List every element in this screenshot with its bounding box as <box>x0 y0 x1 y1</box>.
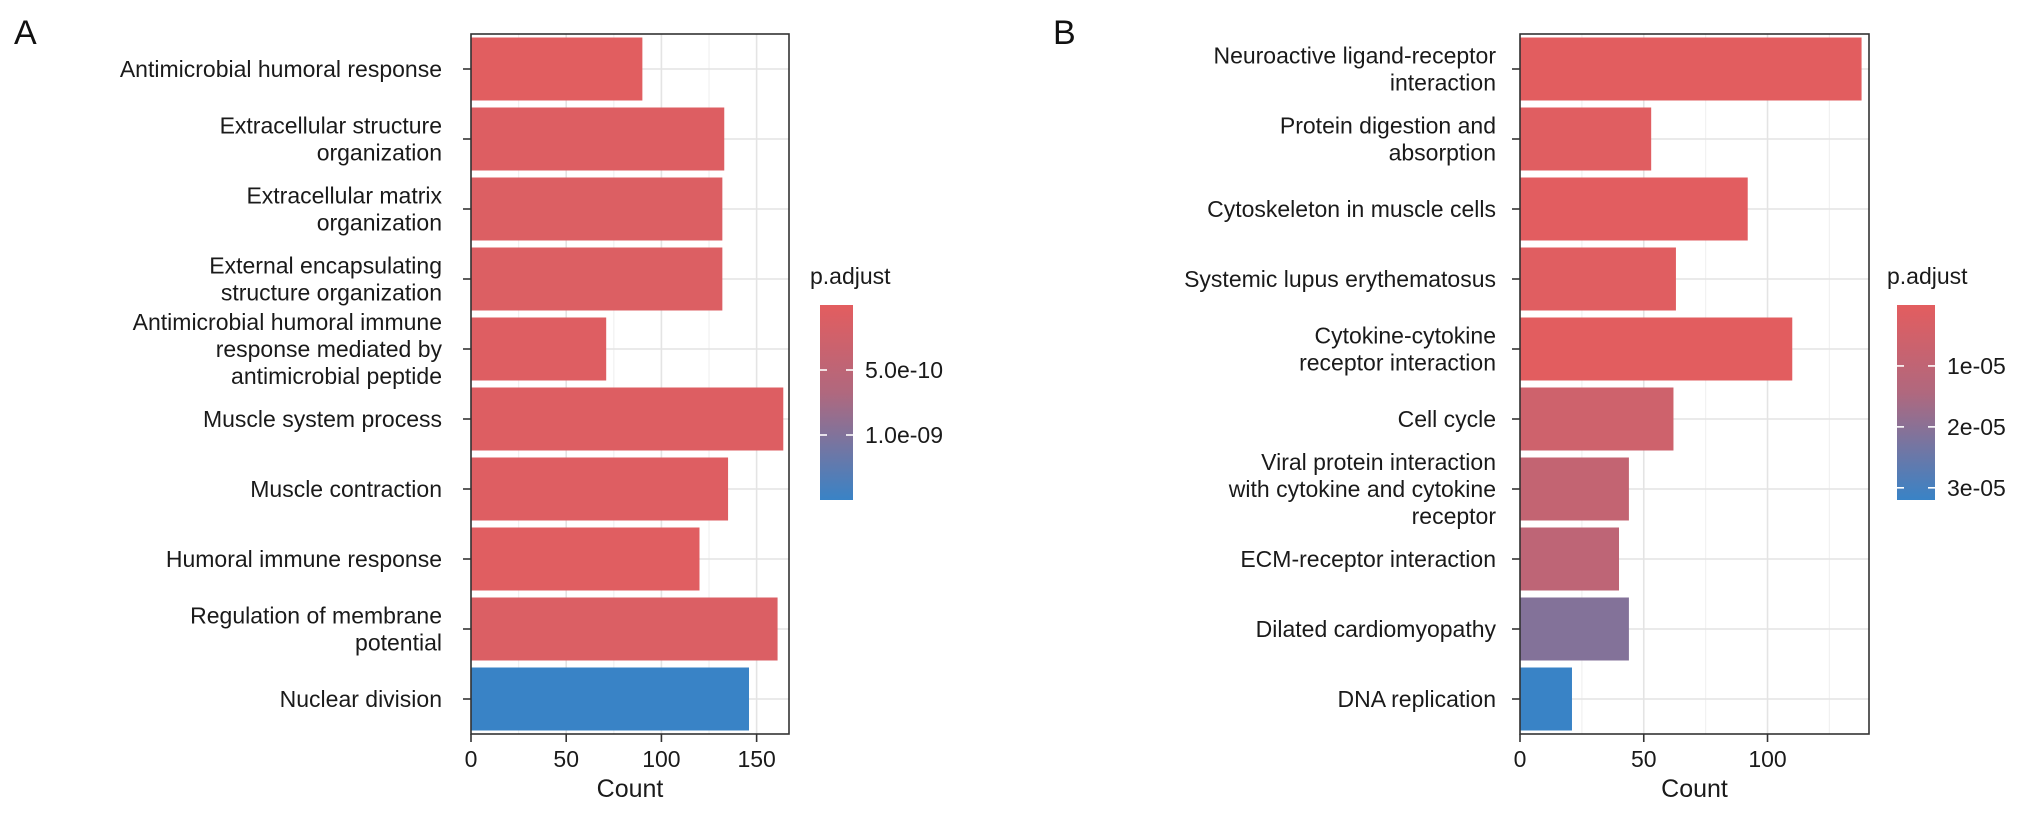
legend-tick-label: 3e-05 <box>1947 475 2006 501</box>
chart-panel-a: A Antimicrobial humoral responseExtracell… <box>14 14 943 803</box>
x-tick-label: 50 <box>1631 746 1657 772</box>
category-label: Cytokine-cytokine <box>1314 323 1496 349</box>
category-label: receptor interaction <box>1299 350 1496 376</box>
bar <box>471 597 778 661</box>
category-label: DNA replication <box>1337 686 1496 712</box>
x-axis-label: Count <box>597 775 664 803</box>
category-label: structure organization <box>221 280 442 306</box>
category-label: Dilated cardiomyopathy <box>1256 616 1497 642</box>
category-label: Cell cycle <box>1398 406 1496 432</box>
legend-tick-label: 1.0e-09 <box>865 422 943 448</box>
category-label: Antimicrobial humoral response <box>120 56 442 82</box>
plot-border <box>470 33 790 735</box>
x-tick-label: 100 <box>1748 746 1786 772</box>
bar <box>1520 597 1629 661</box>
bar <box>471 387 784 451</box>
legend-colorbar <box>820 305 853 500</box>
category-label: Cytoskeleton in muscle cells <box>1207 196 1496 222</box>
category-label: Protein digestion and <box>1280 113 1496 139</box>
bar <box>471 317 607 381</box>
bar <box>471 457 729 521</box>
category-label: Antimicrobial humoral immune <box>133 309 442 335</box>
category-label: ECM-receptor interaction <box>1240 546 1496 572</box>
bar <box>1520 247 1676 311</box>
x-tick-label: 0 <box>465 746 478 772</box>
category-label: organization <box>317 140 442 166</box>
bar <box>1520 527 1620 591</box>
bar <box>471 667 750 731</box>
category-label: Regulation of membrane <box>190 603 442 629</box>
legend-title: p.adjust <box>1887 263 1968 289</box>
category-label: Systemic lupus erythematosus <box>1184 266 1496 292</box>
x-axis-label: Count <box>1661 775 1728 803</box>
category-label: Muscle contraction <box>250 476 442 502</box>
bar <box>1520 177 1748 241</box>
bar <box>1520 667 1572 731</box>
bar <box>471 37 643 101</box>
x-tick-label: 150 <box>737 746 775 772</box>
category-label: potential <box>355 630 442 656</box>
category-label: interaction <box>1390 70 1496 96</box>
category-label: Extracellular matrix <box>246 183 442 209</box>
bar <box>1520 457 1629 521</box>
legend-tick-label: 1e-05 <box>1947 353 2006 379</box>
category-label: antimicrobial peptide <box>231 363 442 389</box>
legend-tick-label: 5.0e-10 <box>865 357 943 383</box>
category-label: Viral protein interaction <box>1261 449 1496 475</box>
x-tick-label: 50 <box>553 746 579 772</box>
category-label: Humoral immune response <box>166 546 442 572</box>
bar <box>471 177 723 241</box>
bar <box>1520 387 1674 451</box>
x-tick-label: 0 <box>1514 746 1527 772</box>
panel-letter: A <box>14 14 37 52</box>
category-label: organization <box>317 210 442 236</box>
bar <box>1520 107 1652 171</box>
panel-letter: B <box>1053 14 1076 52</box>
bar <box>471 527 700 591</box>
category-label: Neuroactive ligand-receptor <box>1213 43 1496 69</box>
category-label: with cytokine and cytokine <box>1228 476 1496 502</box>
legend-tick-label: 2e-05 <box>1947 414 2006 440</box>
bar <box>1520 317 1793 381</box>
bar <box>1520 37 1862 101</box>
chart-panel-b: B Neuroactive ligand-receptorinteractionP… <box>1053 14 2006 803</box>
legend-colorbar <box>1897 305 1935 500</box>
category-label: absorption <box>1389 140 1496 166</box>
category-label: Extracellular structure <box>220 113 442 139</box>
category-label: Muscle system process <box>203 406 442 432</box>
bar <box>471 247 723 311</box>
category-label: receptor <box>1412 503 1497 529</box>
plot-border <box>1519 33 1870 735</box>
category-label: response mediated by <box>216 336 443 362</box>
x-tick-label: 100 <box>642 746 680 772</box>
legend-title: p.adjust <box>810 263 891 289</box>
category-label: External encapsulating <box>209 253 442 279</box>
category-label: Nuclear division <box>280 686 442 712</box>
bar <box>471 107 725 171</box>
